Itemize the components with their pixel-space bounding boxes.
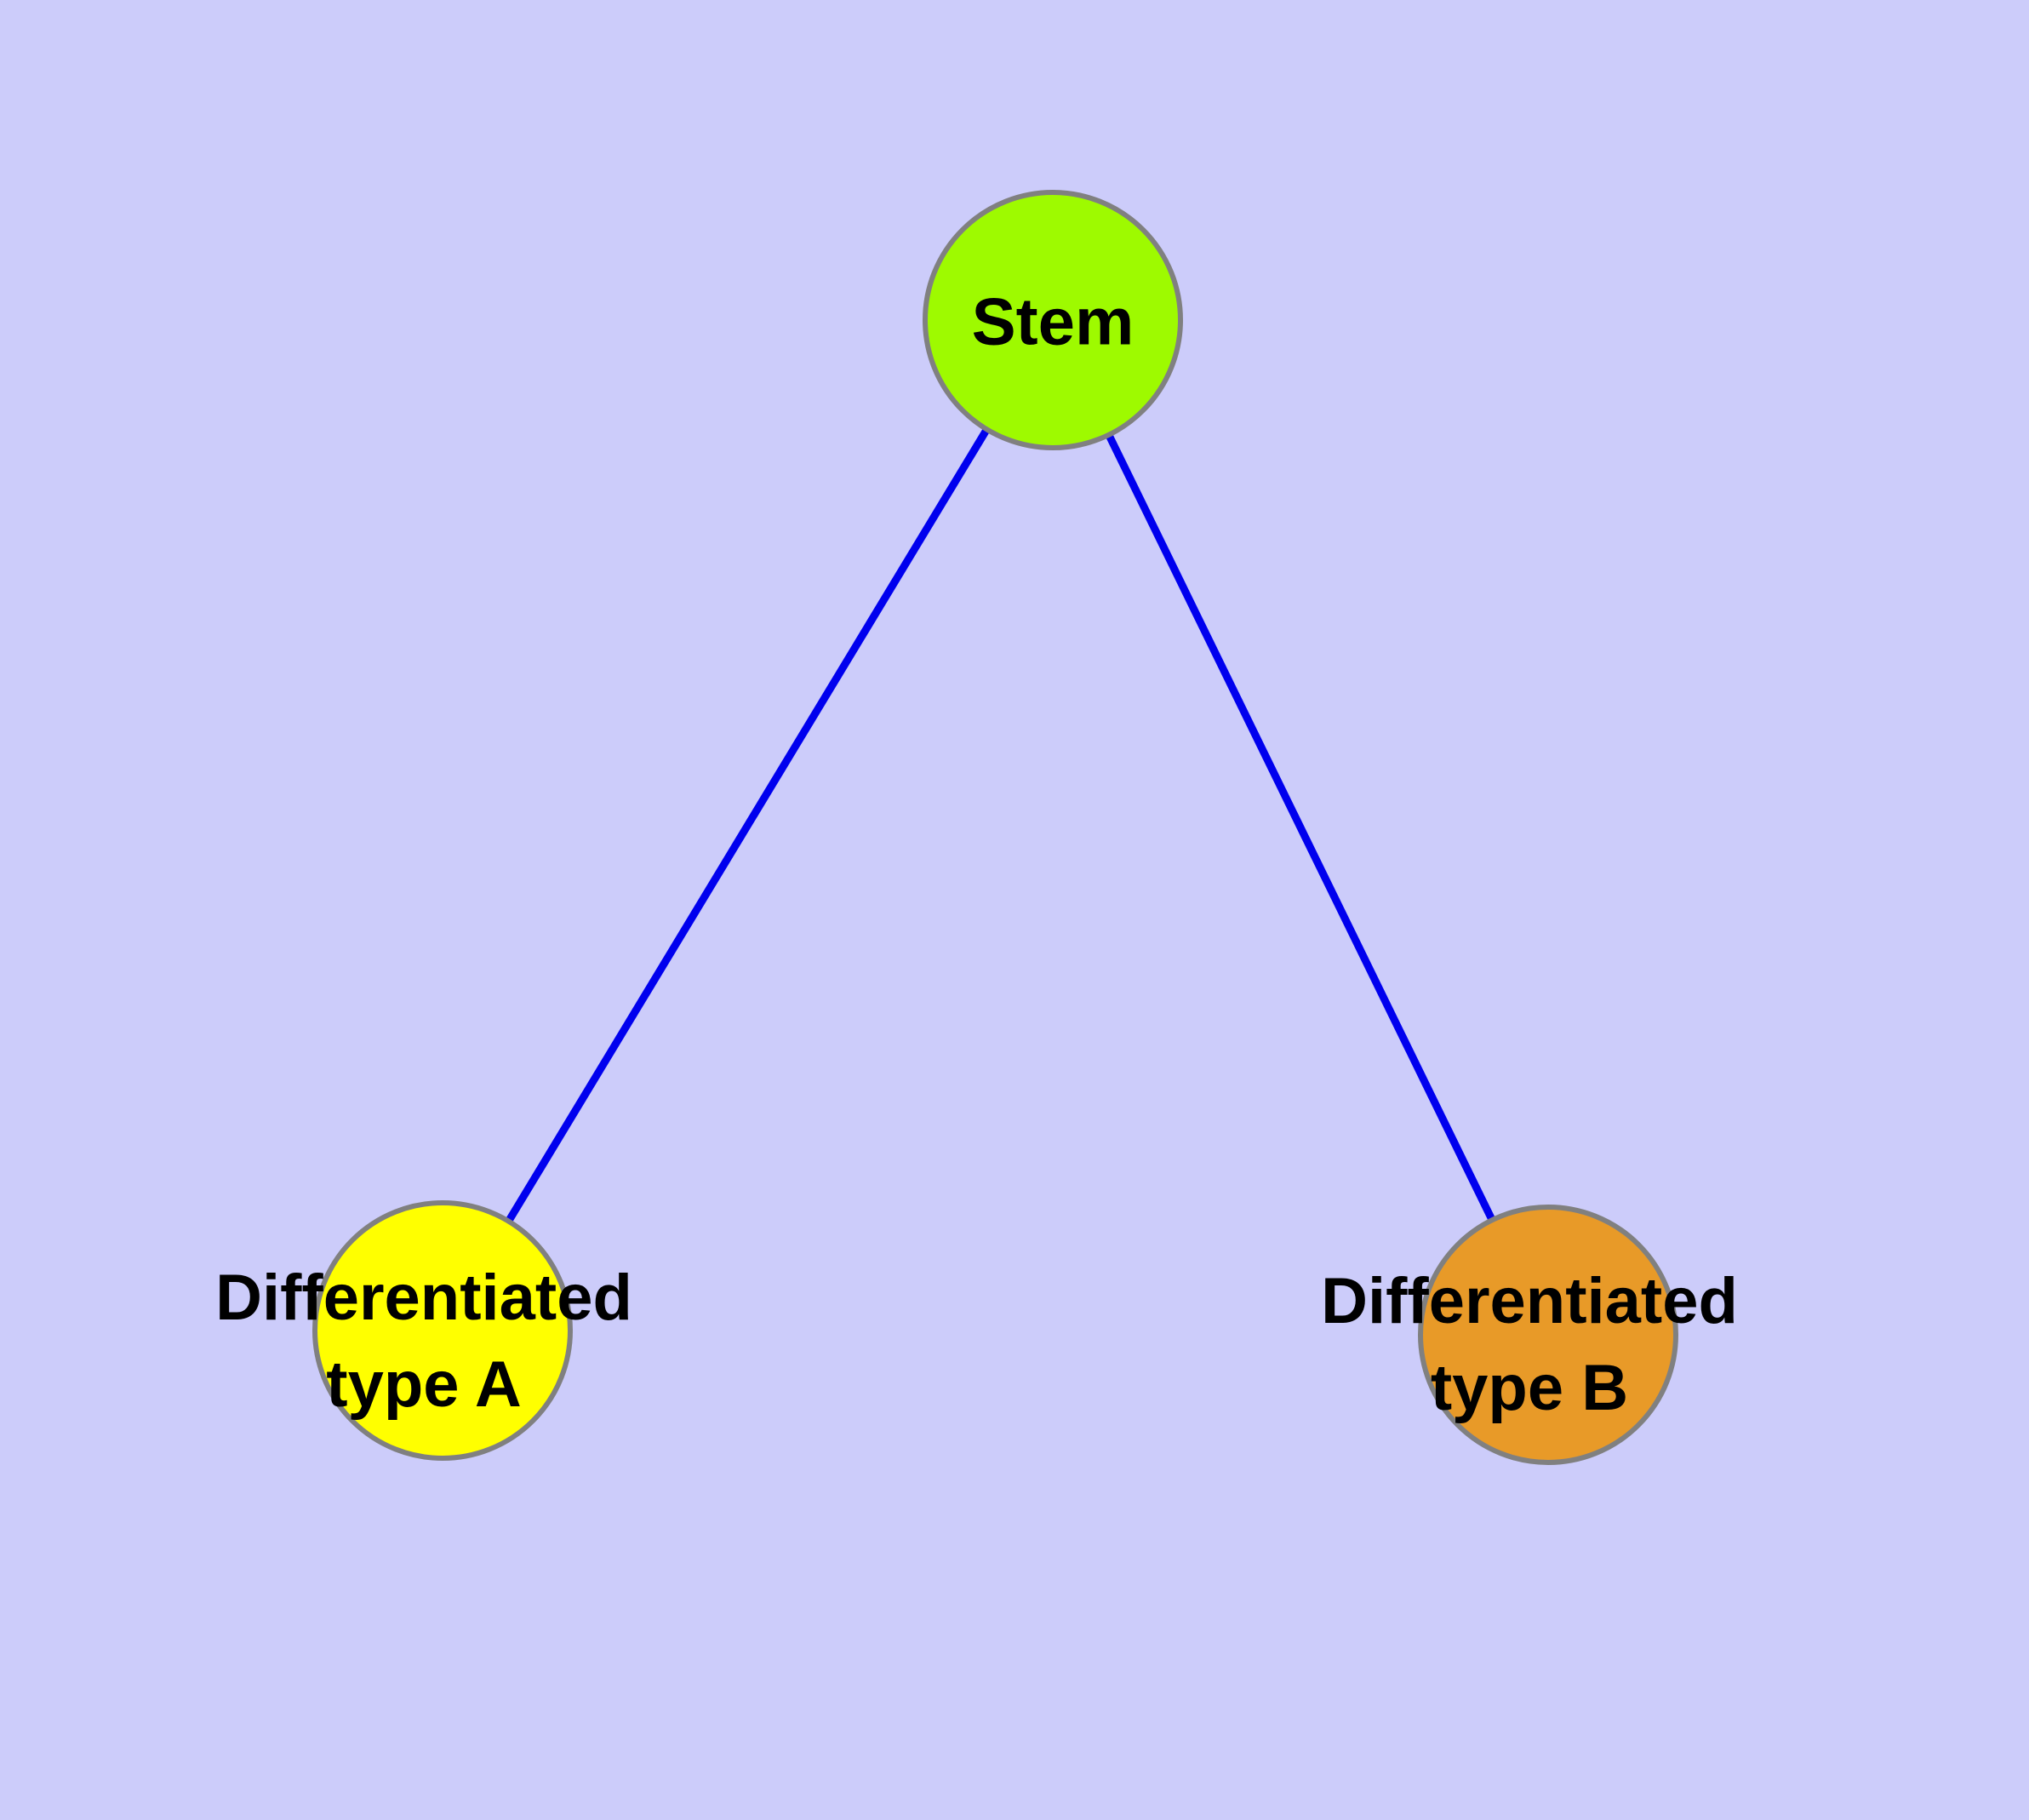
node-type-b-label: Differentiated type B xyxy=(1321,1265,1738,1424)
node-type-a-circle[interactable] xyxy=(312,1200,573,1461)
edge-group xyxy=(505,427,1496,1223)
node-type-b-label-line-2: type B xyxy=(1431,1352,1628,1424)
node-type-b-label-line-1: Differentiated xyxy=(1321,1265,1738,1337)
node-type-a-label-line-1: Differentiated xyxy=(215,1262,632,1334)
edge-stem-to-type-b[interactable] xyxy=(1105,432,1496,1222)
node-type-a-label: Differentiated type A xyxy=(215,1262,632,1421)
node-type-a-label-line-2: type A xyxy=(326,1348,521,1421)
node-stem-label: Stem xyxy=(972,284,1135,359)
node-differentiated-type-b[interactable] xyxy=(1418,1205,1678,1465)
label-group: Stem Differentiated type A Differentiate… xyxy=(215,284,1738,1424)
node-group xyxy=(312,190,1678,1465)
node-stem-circle[interactable] xyxy=(923,190,1183,450)
node-type-b-circle[interactable] xyxy=(1418,1205,1678,1465)
node-differentiated-type-a[interactable] xyxy=(312,1200,573,1461)
node-stem[interactable] xyxy=(923,190,1183,450)
edge-stem-to-type-a[interactable] xyxy=(505,427,991,1223)
